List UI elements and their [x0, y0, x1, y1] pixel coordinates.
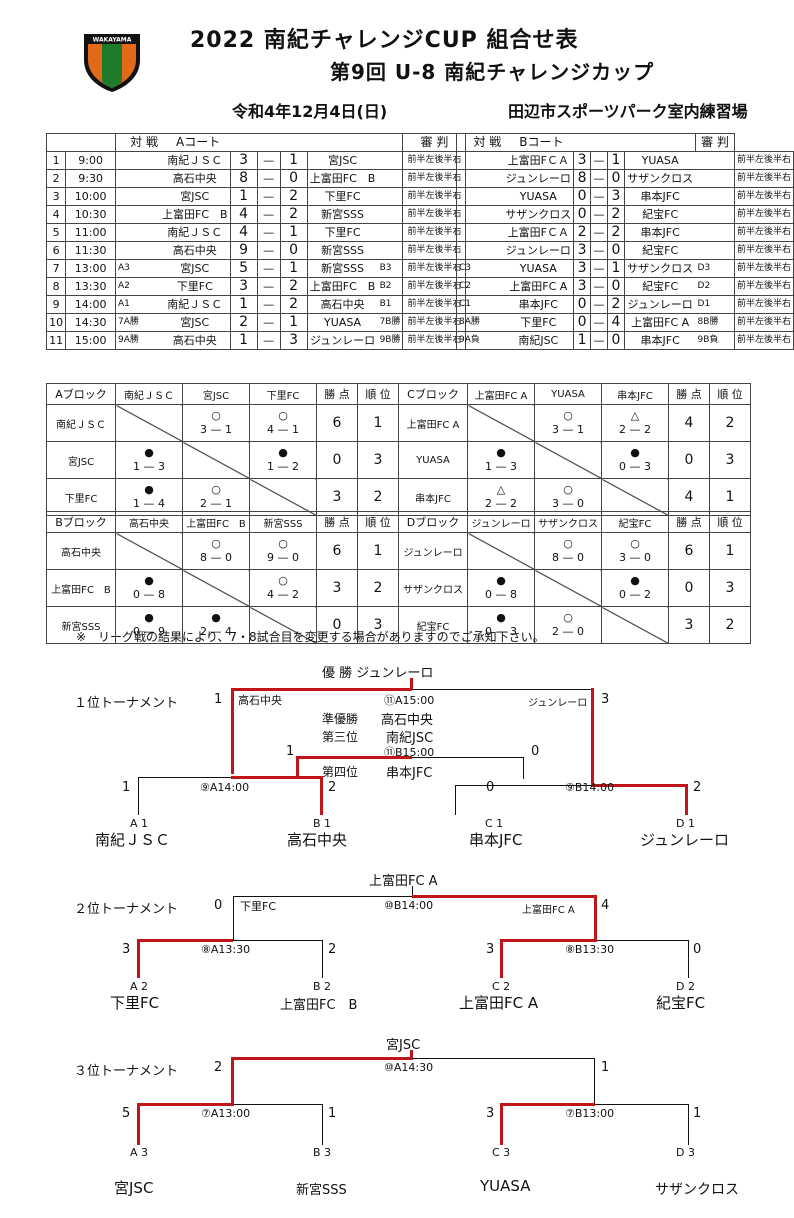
t3-label: ３位トーナメント [74, 1064, 179, 1079]
t1-team-b1: 高石中央 [287, 831, 348, 849]
t3-team-c3: YUASA [480, 1177, 531, 1195]
t3-team-d3: サザンクロス [655, 1182, 739, 1198]
t2-team-a2: 下里FC [110, 994, 160, 1012]
t1-team-a1: 南紀ＪＳＣ [95, 831, 171, 849]
t1-team-d1: ジュンレーロ [640, 831, 729, 849]
t1-label: １位トーナメント [74, 696, 179, 711]
t3-team-a3: 宮JSC [114, 1179, 154, 1197]
svg-text:WAKAYAMA: WAKAYAMA [93, 37, 132, 44]
t2-team-c2: 上富田FC A [459, 994, 539, 1012]
page-subtitle: 第9回 U-8 南紀チャレンジカップ [330, 60, 655, 84]
t2-label: ２位トーナメント [74, 902, 179, 917]
t2-team-b2: 上富田FC B [280, 998, 358, 1013]
t3-winner: 宮JSC [386, 1038, 421, 1053]
t1-champion: 優 勝 ジュンレーロ [322, 666, 434, 681]
event-date: 令和4年12月4日(日) [232, 102, 388, 121]
t2-team-d2: 紀宝FC [656, 994, 706, 1012]
event-venue: 田辺市スポーツパーク室内練習場 [508, 102, 748, 121]
t3-team-b3: 新宮SSS [296, 1183, 347, 1198]
club-logo: WAKAYAMA [80, 30, 144, 94]
t2-winner: 上富田FC A [369, 874, 438, 889]
page-title: 2022 南紀チャレンジCUP 組合せ表 [190, 28, 579, 53]
notice-text: ※ リーグ戦の結果により、7・8試合目を変更する場合がありますのでご承知下さい。 [76, 630, 545, 644]
t1-team-c1: 串本JFC [469, 831, 523, 849]
